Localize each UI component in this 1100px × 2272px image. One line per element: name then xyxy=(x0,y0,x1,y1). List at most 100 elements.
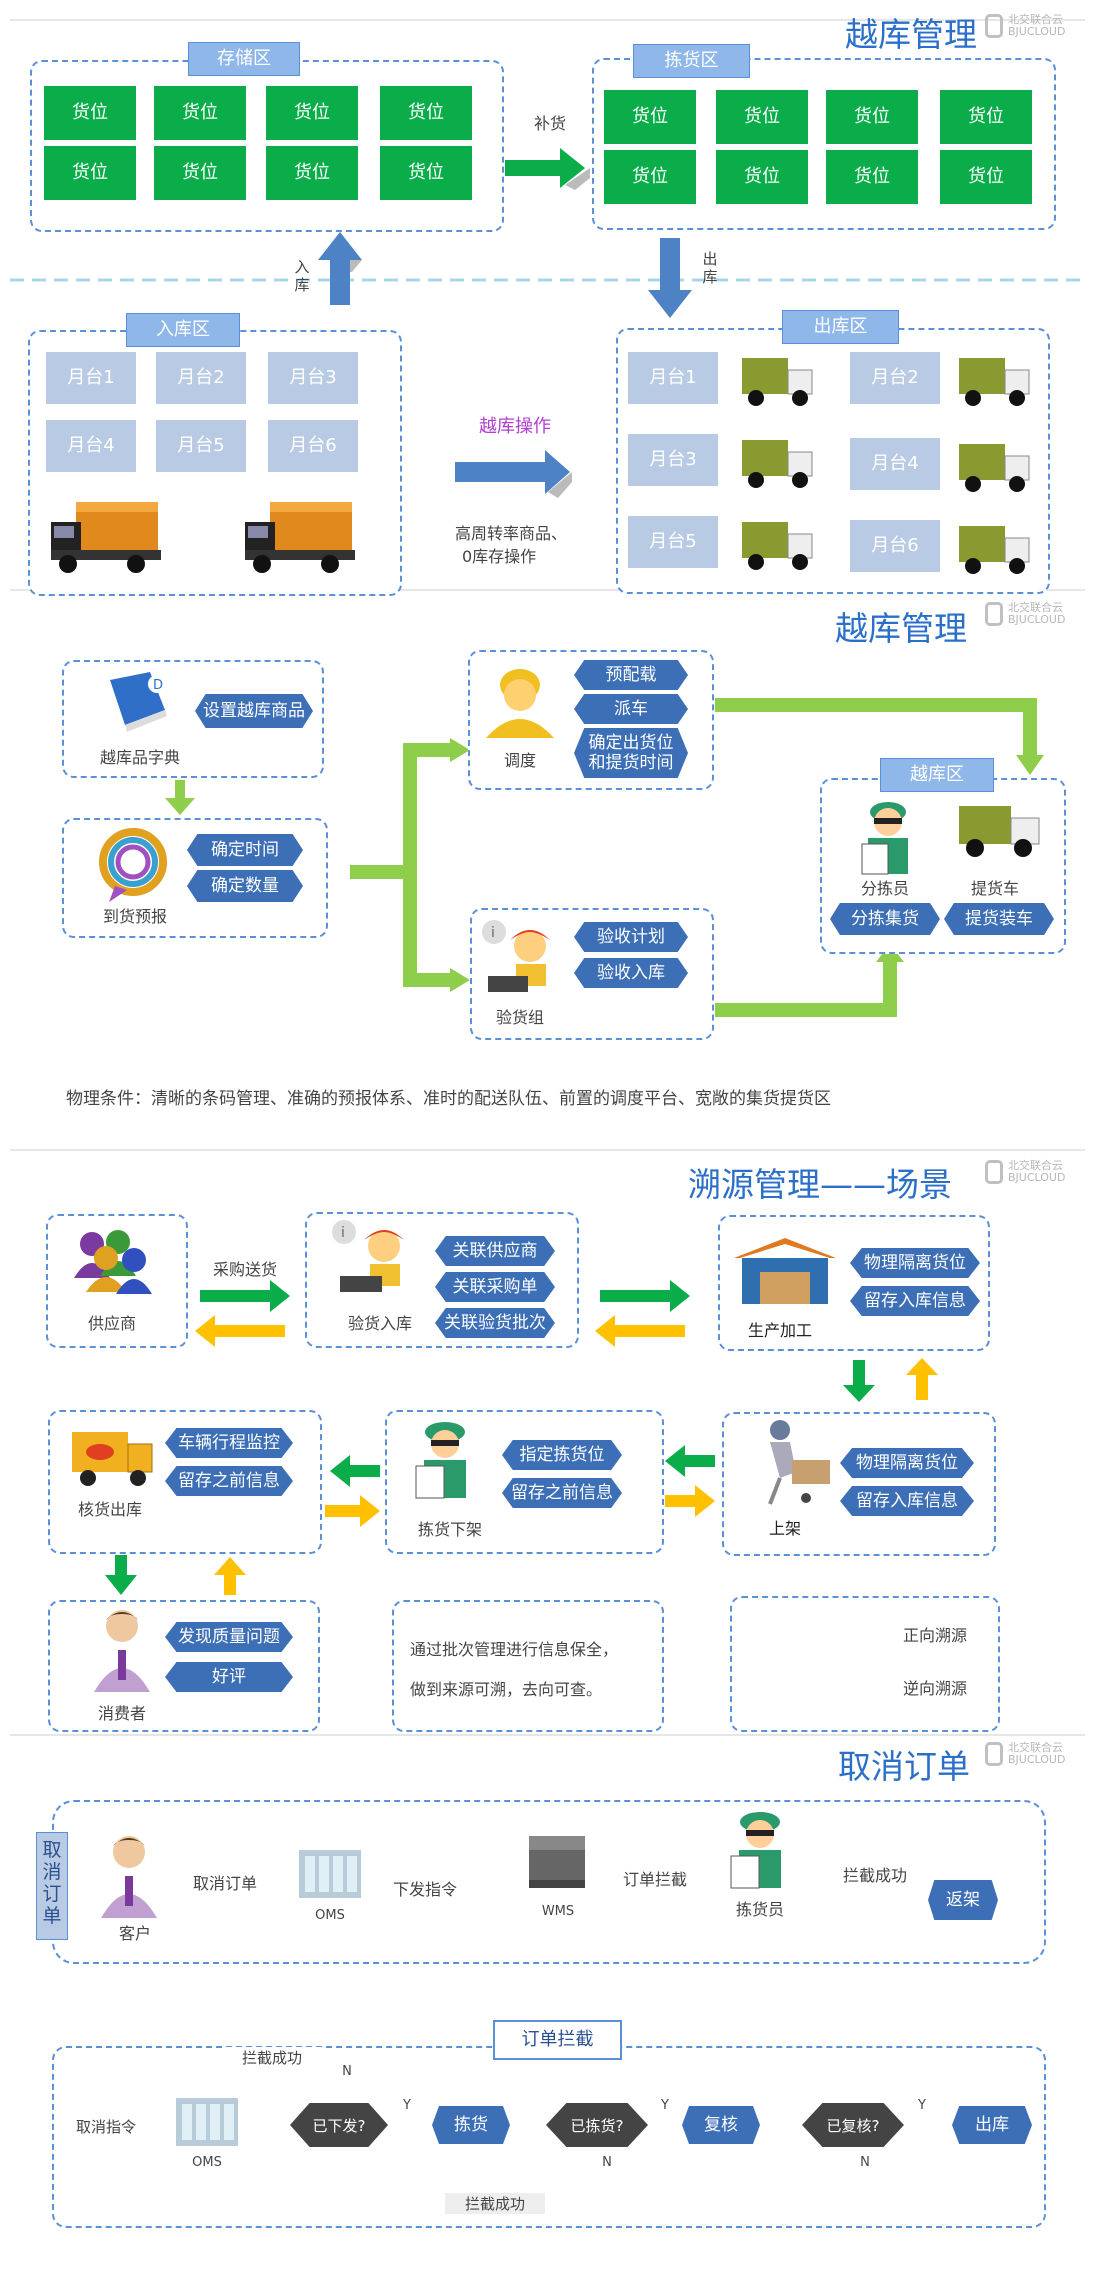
oms-server-icon xyxy=(176,2098,238,2146)
inspect-to-zone-arrow xyxy=(715,960,897,1017)
oms-label: OMS xyxy=(315,1908,345,1923)
outbound-down-arrow xyxy=(648,238,692,318)
logo-icon xyxy=(985,602,1003,626)
picked-decision: 已拣货? xyxy=(546,2103,648,2147)
set-crossdock-goods-button[interactable]: 设置越库商品 xyxy=(195,694,313,728)
oms-server-icon xyxy=(299,1850,361,1898)
outbound-dock-2: 月台2 xyxy=(850,352,940,404)
legend-forward-label: 正向溯源 xyxy=(902,1626,967,1645)
purchase-delivery-label: 采购送货 xyxy=(212,1260,277,1279)
storage-slot: 货位 xyxy=(154,146,246,200)
isolate-slot-button[interactable]: 物理隔离货位 xyxy=(850,1248,980,1278)
logo-text: 北交联合云 xyxy=(1008,601,1063,614)
crossdock-arrow xyxy=(455,450,572,498)
order-intercept-label: 订单拦截 xyxy=(622,1870,687,1889)
logo-subtext: BJUCLOUD xyxy=(1008,1171,1066,1184)
retain-inbound-info-button-2[interactable]: 留存入库信息 xyxy=(840,1486,974,1516)
report-quality-issue-button[interactable]: 发现质量问题 xyxy=(165,1622,293,1652)
link-inspection-batch-button[interactable]: 关联验货批次 xyxy=(435,1308,555,1338)
assign-pick-slot-button[interactable]: 指定拣货位 xyxy=(502,1440,622,1470)
positive-review-button[interactable]: 好评 xyxy=(165,1662,293,1692)
intercept-flow-label: 订单拦截 xyxy=(493,2020,622,2060)
picking-slot: 货位 xyxy=(604,90,696,144)
inspection-label: 验货组 xyxy=(495,1008,544,1027)
small-truck-icon xyxy=(742,522,813,570)
cancel-order-side-label: 取消订单 xyxy=(36,1832,68,1940)
svg-text:i: i xyxy=(341,1225,345,1241)
pickup-truck-icon xyxy=(959,806,1040,857)
retain-inbound-info-button[interactable]: 留存入库信息 xyxy=(850,1286,980,1316)
batch-note-line-2: 做到来源可溯，去向可查。 xyxy=(410,1680,603,1699)
picker-label: 分拣员 xyxy=(860,879,909,898)
customer-avatar-icon xyxy=(101,1836,157,1918)
delivery-truck-icon xyxy=(72,1432,153,1486)
sort-collect-button[interactable]: 分拣集货 xyxy=(830,903,940,935)
logo-text: 北交联合云 xyxy=(1008,13,1063,26)
no-label: N xyxy=(342,2064,352,2079)
inbound-dock-1: 月台1 xyxy=(46,352,136,404)
inspector-avatar-icon: i xyxy=(482,920,550,992)
production-label: 生产加工 xyxy=(747,1321,812,1340)
vehicle-monitor-button[interactable]: 车辆行程监控 xyxy=(165,1428,293,1458)
retain-previous-info-button[interactable]: 留存之前信息 xyxy=(502,1478,622,1508)
link-supplier-button[interactable]: 关联供应商 xyxy=(435,1236,555,1266)
picker-label: 拣货员 xyxy=(735,1900,784,1919)
customer-label: 客户 xyxy=(118,1924,151,1943)
batch-note-line-1: 通过批次管理进行信息保全， xyxy=(410,1640,619,1659)
legend-box xyxy=(730,1596,1000,1732)
isolate-slot-button-2[interactable]: 物理隔离货位 xyxy=(840,1448,974,1478)
picking-slot: 货位 xyxy=(826,90,918,144)
picker-avatar-icon xyxy=(730,1812,781,1889)
consumer-avatar-icon xyxy=(94,1610,150,1692)
acceptance-plan-button[interactable]: 验收计划 xyxy=(574,922,688,952)
storage-zone-label: 存储区 xyxy=(188,42,300,76)
logo-subtext: BJUCLOUD xyxy=(1008,25,1066,38)
link-po-button[interactable]: 关联采购单 xyxy=(435,1272,555,1302)
big-truck-icon xyxy=(245,502,355,573)
confirm-shipping-slot-button[interactable]: 确定出货位 和提货时间 xyxy=(574,728,688,778)
outbound-zone-label: 出库区 xyxy=(782,310,899,344)
section1-title: 越库管理 xyxy=(845,15,977,54)
cancel-command-label: 取消指令 xyxy=(75,2118,136,2136)
crossdock-note-1: 高周转率商品、 xyxy=(455,524,568,543)
outbound-dock-6: 月台6 xyxy=(850,520,940,572)
inbound-arrow-label: 入库 xyxy=(294,258,310,294)
pre-load-button[interactable]: 预配载 xyxy=(574,660,688,690)
storage-slot: 货位 xyxy=(266,146,358,200)
supplier-group-icon xyxy=(74,1230,152,1294)
accept-inbound-button[interactable]: 验收入库 xyxy=(574,958,688,988)
storage-slot: 货位 xyxy=(266,86,358,140)
dict-down-arrow xyxy=(165,780,195,815)
storage-slot: 货位 xyxy=(44,146,136,200)
pickup-truck-label: 提货车 xyxy=(970,879,1019,898)
supplier-label: 供应商 xyxy=(87,1314,136,1333)
big-truck-icon xyxy=(51,502,161,573)
confirm-time-button[interactable]: 确定时间 xyxy=(187,834,303,866)
pickup-load-button[interactable]: 提货装车 xyxy=(944,903,1054,935)
outbound-arrow-label: 出库 xyxy=(702,250,718,286)
logo-subtext: BJUCLOUD xyxy=(1008,1753,1066,1766)
flow-oms-label: OMS xyxy=(192,2155,222,2170)
no-label: N xyxy=(602,2155,612,2170)
picking-slot: 货位 xyxy=(940,150,1032,204)
cancel-order-arrow-label: 取消订单 xyxy=(192,1874,257,1893)
small-truck-icon xyxy=(959,444,1030,492)
confirm-quantity-button[interactable]: 确定数量 xyxy=(187,870,303,902)
logo-text: 北交联合云 xyxy=(1008,1741,1063,1754)
issued-decision: 已下发? xyxy=(290,2103,388,2147)
small-truck-icon xyxy=(959,358,1030,406)
dispatch-vehicle-button[interactable]: 派车 xyxy=(574,694,688,724)
retain-previous-info-button-2[interactable]: 留存之前信息 xyxy=(165,1466,293,1496)
picking-slot: 货位 xyxy=(940,90,1032,144)
shelving-label: 上架 xyxy=(768,1519,801,1538)
intercept-success-label: 拦截成功 xyxy=(842,1866,907,1885)
inbound-dock-5: 月台5 xyxy=(156,420,246,472)
return-to-shelf-button[interactable]: 返架 xyxy=(928,1880,998,1920)
warehouse-icon xyxy=(734,1238,836,1304)
inspector-avatar-icon: i xyxy=(332,1220,404,1292)
crossdock-op-label: 越库操作 xyxy=(479,416,551,437)
storage-slot: 货位 xyxy=(380,86,472,140)
svg-text:i: i xyxy=(491,925,495,941)
